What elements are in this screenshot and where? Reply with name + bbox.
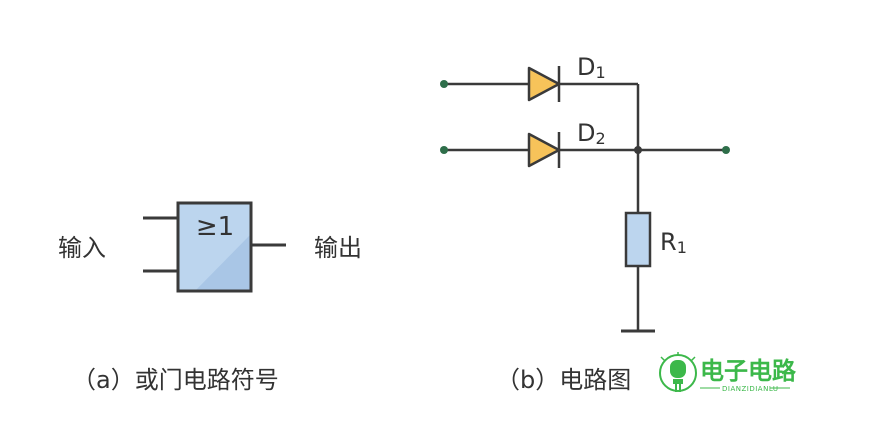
junction-dot [634, 146, 642, 154]
input-terminal-1 [440, 80, 448, 88]
logo-text: 电子电路 [700, 357, 797, 385]
caption-a: （a）或门电路符号 [72, 366, 279, 394]
brand-logo: 电子电路 DIANZIDIANLU [659, 352, 797, 393]
diode-d2 [527, 132, 561, 168]
input-label: 输入 [58, 234, 106, 262]
caption-b: （b）电路图 [496, 366, 631, 394]
circuit-diagram: D1 D2 R1 [440, 53, 730, 333]
r1-label: R1 [660, 228, 687, 257]
input-terminal-2 [440, 146, 448, 154]
resistor-r1 [624, 211, 652, 268]
logo-subtext: DIANZIDIANLU [722, 385, 779, 393]
lightbulb-icon [659, 352, 697, 392]
gate-symbol-label: ≥1 [196, 212, 234, 242]
d2-label: D2 [577, 119, 606, 148]
diode-d1 [527, 66, 561, 102]
or-gate-symbol: ≥1 [143, 201, 286, 293]
d1-label: D1 [577, 53, 606, 82]
output-terminal [722, 146, 730, 154]
output-label: 输出 [314, 234, 362, 262]
gate-shadow [196, 234, 251, 290]
